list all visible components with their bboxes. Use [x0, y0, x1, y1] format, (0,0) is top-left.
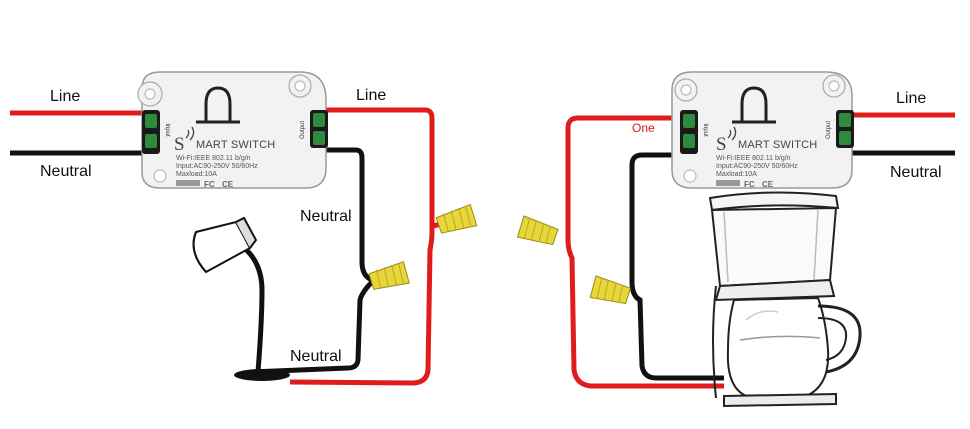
left-smart-switch: Input Output S MART SWITCH Wi-Fi:IEEE 80…	[137, 71, 328, 189]
right-switch-spec-input: Input:AC90-250V 50/60Hz	[716, 163, 798, 170]
coffee-maker-icon	[708, 191, 862, 408]
left-switch-spec-input: Input:AC90-250V 50/60Hz	[176, 163, 258, 170]
desk-lamp-icon	[192, 216, 290, 381]
left-line-output-wire	[289, 107, 435, 386]
right-switch-spec-maxload: Maxload:10A	[716, 171, 757, 178]
right-line-output-wire	[565, 115, 724, 389]
right-switch-spec-wifi: Wi-Fi:IEEE 802.11 b/g/n	[716, 155, 791, 162]
right-switch-wifi-icon	[727, 126, 737, 141]
left-switch-spec-wifi: Wi-Fi:IEEE 802.11 b/g/n	[176, 155, 251, 162]
right-lower-wire-nut	[589, 275, 632, 305]
left-lamp-neutral-label: Neutral	[300, 208, 352, 225]
left-lower-wire-nut	[368, 261, 410, 290]
right-switch-output-label: Output	[826, 121, 832, 139]
right-switch-input-label: Input	[702, 123, 708, 137]
left-switch-barcode-icon	[176, 180, 200, 186]
right-switch-barcode-icon	[716, 180, 740, 186]
left-upper-wire-nut	[435, 203, 478, 234]
left-switch-brand-rest: MART SWITCH	[196, 139, 275, 151]
left-switch-output-label: Output	[300, 121, 306, 139]
left-switch-wifi-icon	[185, 126, 195, 141]
right-upper-wire-nut	[516, 215, 559, 246]
left-neutral-output-wire	[318, 147, 381, 285]
right-switch-fc-mark: FC	[744, 180, 755, 189]
left-output-line-label: Line	[356, 87, 386, 104]
left-switch-input-label: Input	[164, 123, 170, 137]
right-wires	[565, 112, 955, 389]
right-output-line-label: One	[632, 121, 655, 135]
right-switch-brand-initial: S	[716, 134, 727, 155]
left-switch-fc-mark: FC	[204, 180, 215, 189]
right-line-label: Line	[896, 90, 926, 107]
right-neutral-output-wire	[629, 152, 724, 381]
left-line-label: Line	[50, 88, 80, 105]
left-wires	[10, 107, 443, 386]
left-neutral-label: Neutral	[40, 163, 92, 180]
right-smart-switch: Input Output S MART SWITCH Wi-Fi:IEEE 80…	[671, 71, 854, 189]
left-lower-neutral-label: Neutral	[290, 348, 342, 365]
left-switch-ce-mark: CE	[222, 180, 234, 189]
right-switch-brand-rest: MART SWITCH	[738, 139, 817, 151]
left-neutral-lamp-wire	[249, 280, 374, 375]
left-switch-spec-maxload: Maxload:10A	[176, 171, 217, 178]
left-switch-brand-initial: S	[174, 134, 185, 155]
right-neutral-label: Neutral	[890, 164, 942, 181]
right-switch-ce-mark: CE	[762, 180, 774, 189]
